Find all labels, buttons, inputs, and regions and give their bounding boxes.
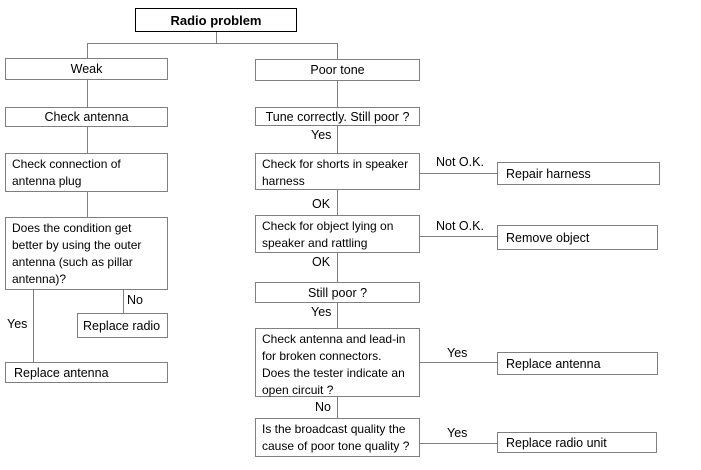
connector-still-poor-yes [337, 303, 338, 328]
connector-condition-no [123, 290, 124, 313]
node-replace-radio-unit: Replace radio unit [497, 432, 657, 453]
connector-tune-yes [337, 126, 338, 153]
connector-object-ok [337, 253, 338, 282]
node-replace-antenna-right: Replace antenna [497, 352, 658, 375]
edge-label-shorts-not-ok: Not O.K. [436, 155, 484, 169]
connector-leadin-no [337, 397, 338, 418]
node-tune-correctly: Tune correctly. Still poor ? [255, 107, 420, 126]
node-check-object: Check for object lying on speaker and ra… [255, 215, 420, 253]
node-repair-harness: Repair harness [497, 162, 660, 185]
node-poor-tone: Poor tone [255, 59, 420, 81]
connector-shorts-ok [337, 190, 338, 215]
node-replace-antenna-left: Replace antenna [5, 362, 168, 383]
node-weak: Weak [5, 58, 168, 80]
connector-check-antenna-to-connection [87, 127, 88, 153]
edge-label-shorts-ok: OK [312, 197, 331, 211]
node-check-leadin: Check antenna and lead-in for broken con… [255, 328, 420, 397]
node-broadcast-quality: Is the broadcast quality the cause of po… [255, 418, 420, 457]
node-still-poor: Still poor ? [255, 282, 420, 303]
connector-poor-tone-to-tune [337, 81, 338, 107]
connector-connection-to-condition [87, 192, 88, 217]
connector-weak-to-check-antenna [87, 80, 88, 107]
node-condition-better: Does the condition get better by using t… [5, 217, 168, 290]
connector-condition-yes [33, 290, 34, 362]
connector-title-down [216, 31, 217, 43]
node-check-shorts: Check for shorts in speaker harness [255, 153, 420, 190]
connector-branch-to-weak [87, 43, 88, 58]
connector-branch-horizontal [87, 43, 338, 44]
edge-label-tune-yes: Yes [311, 128, 332, 142]
edge-label-leadin-no: No [315, 400, 331, 414]
connector-leadin-yes [420, 362, 497, 363]
edge-label-condition-no: No [127, 293, 143, 307]
edge-label-leadin-yes: Yes [447, 346, 468, 360]
edge-label-broadcast-yes: Yes [447, 426, 468, 440]
node-remove-object: Remove object [497, 225, 658, 250]
node-replace-radio: Replace radio [77, 313, 168, 338]
edge-label-object-ok: OK [312, 255, 331, 269]
connector-object-not-ok [420, 236, 497, 237]
edge-label-still-poor-yes: Yes [311, 305, 332, 319]
edge-label-condition-yes: Yes [7, 317, 28, 331]
node-check-antenna: Check antenna [5, 107, 168, 127]
connector-branch-to-poor-tone [337, 43, 338, 59]
edge-label-object-not-ok: Not O.K. [436, 219, 484, 233]
connector-broadcast-yes [420, 443, 497, 444]
node-radio-problem: Radio problem [135, 8, 297, 32]
connector-shorts-not-ok [420, 173, 497, 174]
node-check-connection: Check connection of antenna plug [5, 153, 168, 192]
